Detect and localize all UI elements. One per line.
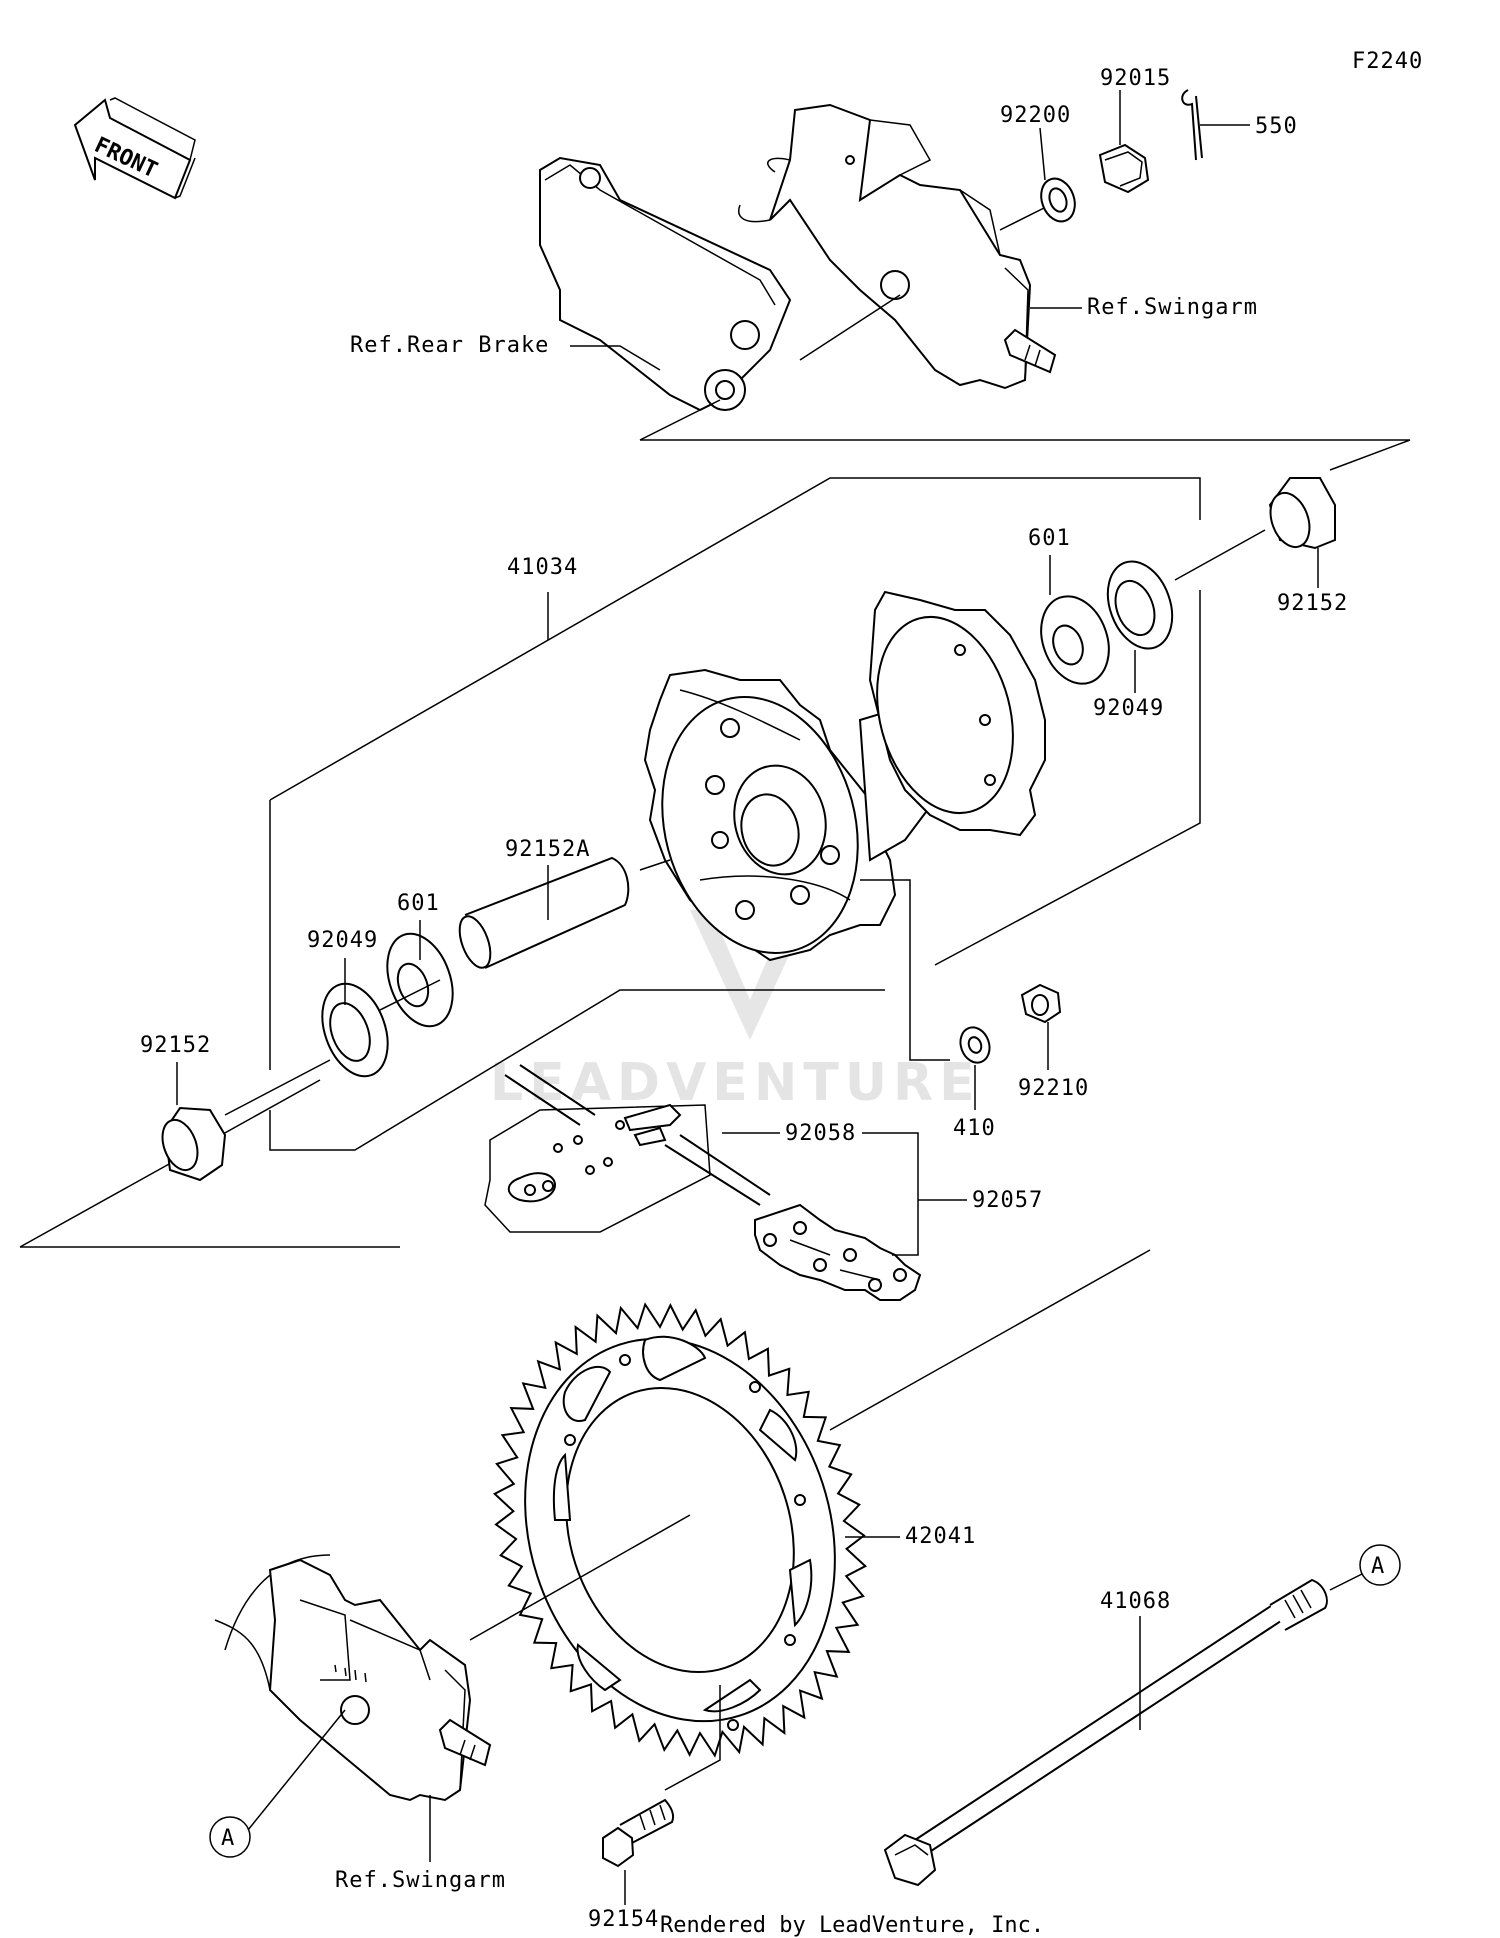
- part-92154-bolt: [602, 1798, 675, 1868]
- part-92200-washer: [1040, 177, 1076, 223]
- part-550-cotter-pin: [1181, 89, 1203, 161]
- part-92057-chain: [664, 1134, 922, 1301]
- part-92210-nut: [1020, 983, 1062, 1024]
- part-92049-seal-right: [1106, 560, 1174, 650]
- front-arrow-icon: FRONT: [73, 97, 196, 200]
- ref-swingarm-bottom: Ref.Swingarm: [335, 1868, 506, 1893]
- ref-rear-brake: Ref.Rear Brake: [350, 333, 549, 358]
- axis-line-top: [640, 439, 1411, 471]
- label-601-right: 601: [1028, 526, 1071, 551]
- label-92152A: 92152A: [505, 837, 590, 862]
- label-41068: 41068: [1100, 1589, 1171, 1614]
- label-410: 410: [953, 1116, 996, 1141]
- label-92049-left: 92049: [307, 928, 378, 953]
- part-92152-collar-left: [161, 1106, 227, 1182]
- callout-a-bottom-text: A: [221, 1826, 234, 1851]
- part-92049-seal-left: [321, 982, 389, 1078]
- label-92058: 92058: [785, 1121, 856, 1146]
- callout-a-top: [1359, 1544, 1401, 1586]
- part-41068-axle: [883, 1578, 1328, 1887]
- part-92152A-spacer: [458, 856, 671, 969]
- part-92015-nut: [1098, 143, 1150, 194]
- part-601-bearing-right: [1040, 595, 1110, 685]
- swingarm-ref-bottom: [214, 1554, 492, 1802]
- label-92049-right: 92049: [1093, 696, 1164, 721]
- callout-a-bottom: [209, 1816, 251, 1858]
- part-42041-sprocket: [492, 1302, 868, 1758]
- swingarm-ref-top: [738, 103, 1057, 390]
- label-601-left: 601: [397, 891, 440, 916]
- watermark-text: LEADVENTURE: [490, 1053, 981, 1113]
- label-41034: 41034: [507, 555, 578, 580]
- label-92057: 92057: [972, 1188, 1043, 1213]
- part-601-bearing-left: [386, 932, 454, 1028]
- label-42041: 42041: [905, 1524, 976, 1549]
- part-92058-joint-kit: [484, 1064, 711, 1233]
- label-92200: 92200: [1000, 103, 1071, 128]
- label-550: 550: [1255, 114, 1298, 139]
- part-92152-collar-right: [1268, 477, 1336, 550]
- callout-a-top-text: A: [1371, 1554, 1384, 1579]
- part-410-washer: [959, 1026, 991, 1064]
- label-92152-right: 92152: [1277, 591, 1348, 616]
- label-92154: 92154: [588, 1907, 659, 1932]
- figure-id: F2240: [1352, 49, 1423, 74]
- part-41034-hub: [643, 590, 1046, 962]
- ref-swingarm-top: Ref.Swingarm: [1087, 295, 1258, 320]
- footer-credit: Rendered by LeadVenture, Inc.: [660, 1913, 1044, 1938]
- label-92015: 92015: [1100, 66, 1171, 91]
- label-92152-left: 92152: [140, 1033, 211, 1058]
- label-92210: 92210: [1018, 1076, 1089, 1101]
- rear-brake-ref: [539, 156, 792, 412]
